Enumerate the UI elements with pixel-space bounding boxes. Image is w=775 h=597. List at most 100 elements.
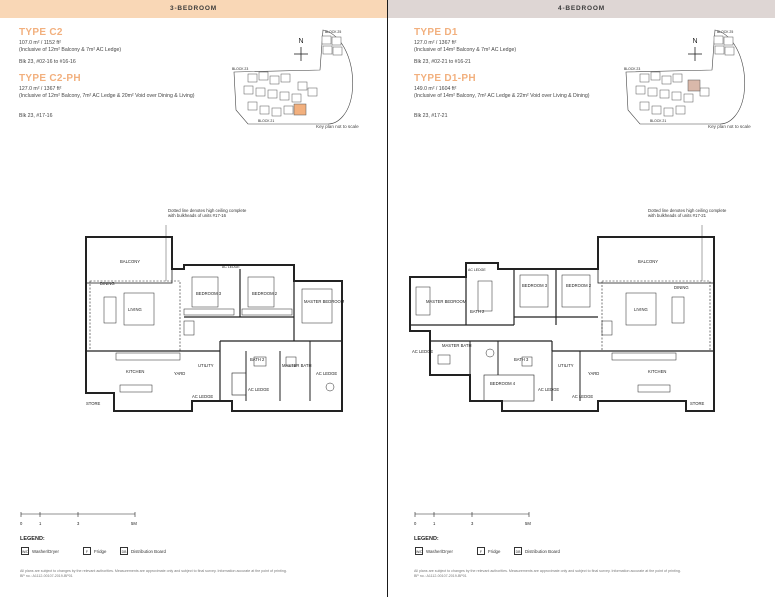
room-kitchen: KITCHEN (126, 369, 144, 374)
legend-washer-label: Washer/Dryer (32, 549, 59, 554)
section-band: 4-BEDROOM (388, 0, 775, 18)
high-ceiling-note: Dotted line denotes high ceiling complet… (648, 208, 727, 219)
room-yard: YARD (588, 371, 599, 376)
legend-title: LEGEND: (20, 536, 45, 542)
room-bath-2: BATH 2 (250, 357, 265, 362)
north-arrow-icon (294, 47, 308, 61)
room-balcony: BALCONY (638, 259, 658, 264)
fridge-icon: F (83, 547, 91, 555)
room-ac-ledge-bottom: AC LEDGE (572, 394, 593, 399)
highlight-unit (687, 79, 701, 92)
floor-plan-c2: BALCONY AC LEDGE BEDROOM 3 BEDROOM 2 MAS… (85, 225, 345, 412)
unit-area: 107.0 m² / 1152 ft² (19, 40, 62, 46)
unit-blk: Blk 23, #02-16 to #16-16 (19, 59, 76, 65)
unit-inclusive: (Inclusive of 12m² Balcony & 7m² AC Ledg… (19, 46, 122, 53)
unit-blk: Blk 23, #02-21 to #16-21 (414, 59, 471, 65)
disclaimer-text: All plans are subject to changes by the … (414, 569, 681, 573)
room-master-bath: MASTER BATH (282, 363, 311, 368)
legend-title: LEGEND: (414, 536, 439, 542)
key-plan-map: BLOCK 25 BLOCK 23 BLOCK 21 (624, 29, 745, 125)
room-kitchen: KITCHEN (648, 369, 666, 374)
unit-type-title-ph: TYPE C2-PH (19, 73, 81, 84)
room-ac-ledge-left: AC LEDGE (412, 349, 433, 354)
high-ceiling-note: Dotted line denotes high ceiling complet… (168, 208, 247, 219)
room-bath-3: BATH 3 (514, 357, 529, 362)
unit-area: 127.0 m² / 1367 ft² (414, 40, 457, 46)
room-bath-2: BATH 2 (470, 309, 485, 314)
room-living: LIVING (634, 307, 648, 312)
room-utility: UTILITY (198, 363, 214, 368)
block-23-label: BLOCK 23 (624, 67, 640, 71)
legend-db-label: Distribution Board (131, 549, 166, 554)
room-bedroom-2: BEDROOM 2 (252, 291, 278, 296)
scale-label-0: 0 (20, 521, 23, 526)
unit-blk-ph: Blk 23, #17-16 (19, 113, 53, 119)
block-21-label: BLOCK 21 (650, 119, 666, 123)
block-25-label: BLOCK 25 (325, 30, 341, 34)
unit-inclusive-ph: (Inclusive of 14m² Balcony, 7m² AC Ledge… (414, 92, 590, 99)
page-3-bedroom: 3-BEDROOM TYPE C2 107.0 m² / 1152 ft² (I… (0, 0, 387, 597)
distribution-board-icon: DB (514, 547, 522, 555)
distribution-board-icon: DB (120, 547, 128, 555)
room-bedroom-3: BEDROOM 3 (522, 283, 548, 288)
room-store: STORE (86, 401, 101, 406)
scale-label-3: 3 (471, 521, 474, 526)
unit-type-title: TYPE C2 (19, 27, 63, 38)
washer-dryer-icon: W/D (21, 547, 29, 555)
room-ac-ledge-mid: AC LEDGE (248, 387, 269, 392)
room-yard: YARD (174, 371, 185, 376)
page-divider (387, 0, 388, 597)
unit-inclusive: (Inclusive of 14m² Balcony & 7m² AC Ledg… (414, 46, 517, 53)
fridge-icon: F (477, 547, 485, 555)
disclaimer-ref: BP no.: A1112-00107-2019-BP01 (414, 574, 467, 578)
north-label: N (298, 38, 304, 45)
legend-fridge-label: Fridge (94, 549, 107, 554)
north-label: N (692, 38, 698, 45)
unit-type-title: TYPE D1 (414, 27, 458, 38)
legend-db-label: Distribution Board (525, 549, 560, 554)
room-dining: DINING (100, 281, 115, 286)
legend-washer-label: Washer/Dryer (426, 549, 453, 554)
block-23-label: BLOCK 23 (232, 67, 248, 71)
unit-area-ph: 127.0 m² / 1367 ft² (19, 86, 62, 92)
washer-dryer-icon: W/D (415, 547, 423, 555)
room-ac-ledge-top: AC LEDGE (222, 265, 240, 269)
section-band: 3-BEDROOM (0, 0, 387, 18)
scale-label-5m: 5M (525, 521, 531, 526)
room-balcony: BALCONY (120, 259, 140, 264)
disclaimer-text: All plans are subject to changes by the … (20, 569, 287, 573)
legend-fridge-label: Fridge (488, 549, 501, 554)
page-4-bedroom: 4-BEDROOM TYPE D1 127.0 m² / 1367 ft² (I… (388, 0, 775, 597)
block-25-label: BLOCK 25 (717, 30, 733, 34)
scale-label-1: 1 (39, 521, 42, 526)
key-plan-note: Key plan not to scale (316, 124, 359, 129)
scale-label-1: 1 (433, 521, 436, 526)
block-21-label: BLOCK 21 (258, 119, 274, 123)
room-ac-ledge-top: AC LEDGE (468, 268, 486, 272)
room-store: STORE (690, 401, 705, 406)
room-living: LIVING (128, 307, 142, 312)
room-dining: DINING (674, 285, 689, 290)
room-master-bedroom: MASTER BEDROOM (304, 299, 345, 304)
highlight-unit (293, 103, 307, 116)
room-ac-ledge-bottom: AC LEDGE (192, 394, 213, 399)
key-plan-note: Key plan not to scale (708, 124, 751, 129)
unit-inclusive-ph: (Inclusive of 12m² Balcony, 7m² AC Ledge… (19, 92, 195, 99)
room-bedroom-2: BEDROOM 2 (566, 283, 592, 288)
room-utility: UTILITY (558, 363, 574, 368)
room-bedroom-4: BEDROOM 4 (490, 381, 516, 386)
floor-plan-d1: AC LEDGE BEDROOM 3 BEDROOM 2 BALCONY MAS… (409, 225, 715, 412)
scale-label-0: 0 (414, 521, 417, 526)
north-arrow-icon (688, 47, 702, 61)
unit-blk-ph: Blk 23, #17-21 (414, 113, 448, 119)
scale-bar: 0 1 3 5M (414, 512, 531, 526)
unit-area-ph: 149.0 m² / 1604 ft² (414, 86, 457, 92)
room-ac-ledge-right: AC LEDGE (316, 371, 337, 376)
room-master-bedroom: MASTER BEDROOM (426, 299, 467, 304)
key-plan-map: BLOCK 25 BLOCK 23 BLOCK 21 (232, 29, 353, 125)
room-ac-ledge-mid: AC LEDGE (538, 387, 559, 392)
unit-type-title-ph: TYPE D1-PH (414, 73, 476, 84)
scale-bar: 0 1 3 5M (20, 512, 137, 526)
room-bedroom-3: BEDROOM 3 (196, 291, 222, 296)
scale-label-5m: 5M (131, 521, 137, 526)
